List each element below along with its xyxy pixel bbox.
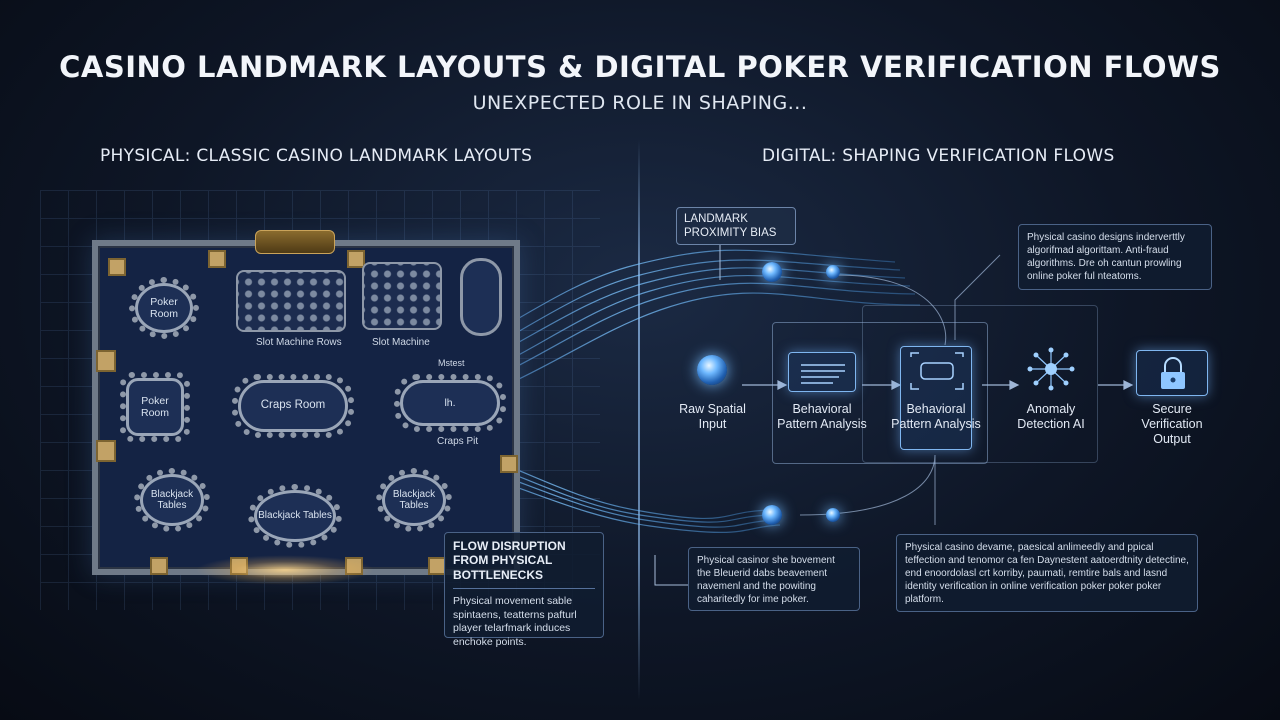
- blackjack-label: Blackjack Tables: [150, 488, 194, 512]
- casino-sign: [255, 230, 335, 254]
- craps-table: Craps Room: [232, 374, 354, 438]
- blackjack-label: Blackjack Tables: [392, 488, 436, 512]
- landmark-proximity-tag: LANDMARK PROXIMITY BIAS: [676, 207, 796, 245]
- movement-callout: Physical casinor she bovement the Bleuer…: [688, 547, 860, 611]
- pillar: [500, 455, 518, 473]
- detection-frame: [862, 305, 1098, 463]
- lock-glyph: [1161, 357, 1185, 389]
- craps-pit-misc-label: lh.: [444, 396, 456, 409]
- entrance-light: [195, 555, 375, 585]
- stream-node-orb: [826, 265, 840, 279]
- craps-room-label: Craps Room: [260, 399, 326, 412]
- page-title: CASINO LANDMARK LAYOUTS & DIGITAL POKER …: [59, 50, 1221, 84]
- poker-room-label: Poker Room: [140, 394, 169, 419]
- poker-room-label: Poker Room: [149, 295, 178, 320]
- network-icon: [1027, 347, 1075, 391]
- pillar: [208, 250, 226, 268]
- poker-table: Poker Room: [120, 372, 190, 442]
- craps-pit-label: Craps Pit: [437, 436, 479, 447]
- slot-machine-label: Slot Machine: [372, 337, 430, 348]
- flow-step-anomaly-detection: Anomaly Detection AI: [1017, 402, 1085, 431]
- page-subtitle: UNEXPECTED ROLE IN SHAPING...: [472, 92, 808, 114]
- roulette-table: [460, 258, 502, 336]
- right-section-header: DIGITAL: SHAPING VERIFICATION FLOWS: [762, 146, 1115, 166]
- algorithm-callout: Physical casino designs inderverttly alg…: [1018, 224, 1212, 290]
- lock-icon: [1136, 350, 1208, 396]
- flow-step-raw-input: Raw Spatial Input: [679, 402, 746, 431]
- document-icon: [788, 352, 856, 392]
- identity-verification-callout: Physical casino devame, paesical anlimee…: [896, 534, 1198, 612]
- blackjack-table: Blackjack Tables: [376, 468, 452, 532]
- stream-node-orb: [826, 508, 840, 522]
- slot-machine-bank: [362, 262, 442, 330]
- pillar: [108, 258, 126, 276]
- stream-node-orb: [762, 505, 782, 525]
- callout-body: Physical movement sable spintaens, teatt…: [453, 595, 577, 649]
- slot-machine-bank: [236, 270, 346, 332]
- orb-icon: [697, 355, 727, 385]
- left-section-header: PHYSICAL: CLASSIC CASINO LANDMARK LAYOUT…: [100, 146, 533, 166]
- blackjack-table: Blackjack Tables: [248, 484, 342, 548]
- pillar: [150, 557, 168, 575]
- bottleneck-callout: FLOW DISRUPTION FROM PHYSICAL BOTTLENECK…: [444, 532, 604, 648]
- poker-table: Poker Room: [129, 277, 199, 339]
- blackjack-label: Blackjack Tables: [258, 510, 332, 522]
- callout-separator: [453, 588, 595, 590]
- analysis-frame: [772, 322, 988, 464]
- pillar: [96, 440, 116, 462]
- flow-step-secure-output: Secure Verification Output: [1141, 402, 1203, 446]
- pillar: [96, 350, 116, 372]
- scan-icon: [900, 346, 972, 450]
- flow-step-behavioral-analysis-2: Behavioral Pattern Analysis: [891, 402, 981, 431]
- misc-label: Mstest: [438, 358, 465, 368]
- flow-step-behavioral-analysis: Behavioral Pattern Analysis: [777, 402, 867, 431]
- document-lines: [801, 364, 845, 384]
- pillar: [347, 250, 365, 268]
- scan-frame: [910, 352, 964, 390]
- stream-node-orb: [762, 262, 782, 282]
- slot-rows-label: Slot Machine Rows: [256, 337, 342, 348]
- center-divider: [638, 140, 640, 700]
- blackjack-table: Blackjack Tables: [134, 468, 210, 532]
- craps-pit-table: lh.: [394, 374, 506, 432]
- callout-heading: FLOW DISRUPTION FROM PHYSICAL BOTTLENECK…: [453, 539, 566, 582]
